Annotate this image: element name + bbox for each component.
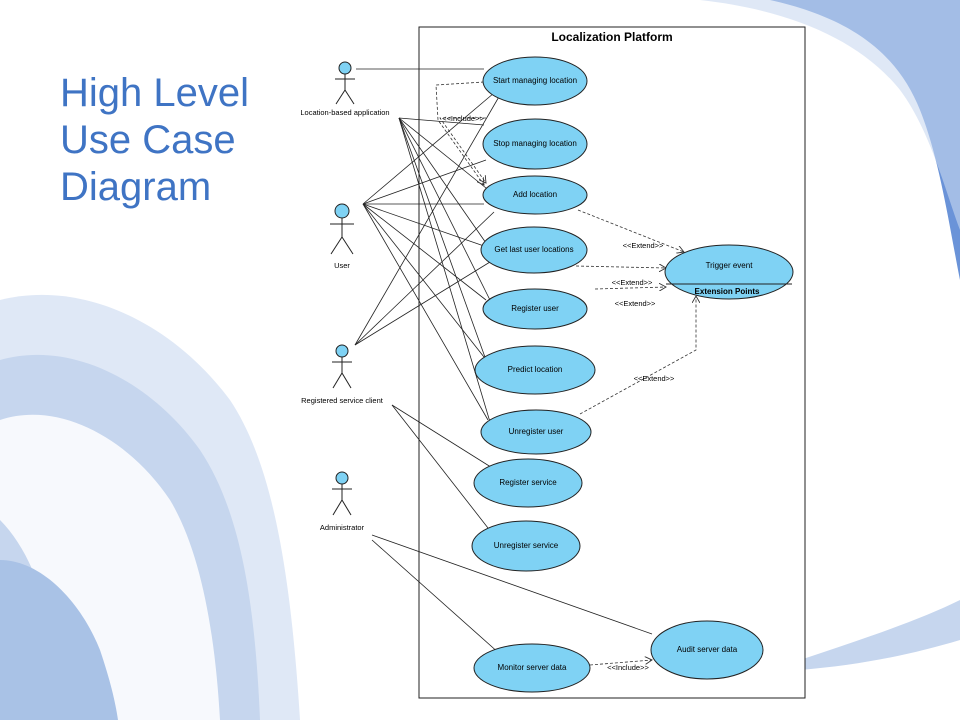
use-case-label: Predict location	[508, 365, 563, 374]
assoc-user-get	[362, 203, 485, 247]
actor-location-app[interactable]: Location-based application	[300, 61, 390, 117]
actor-label: Registered service client	[301, 396, 384, 405]
assoc-app-stop	[398, 117, 485, 126]
use-case-stop-managing[interactable]: Stop managing location	[482, 118, 588, 170]
swoosh-bottom-right	[800, 600, 960, 670]
assoc-app-add	[398, 117, 487, 189]
use-case-label: Monitor server data	[498, 663, 567, 672]
assoc-client-register-service	[391, 404, 495, 470]
assoc-client-add	[354, 211, 495, 346]
use-cases: Start managing location Stop managing lo…	[471, 56, 794, 693]
assoc-app-get	[398, 117, 487, 244]
assoc-user-unregister	[362, 203, 489, 421]
use-case-register-user[interactable]: Register user	[482, 288, 588, 330]
actors: Location-based application User Register…	[300, 61, 390, 532]
extend-label-2: <<Extend>>	[612, 278, 653, 287]
use-case-label: Register user	[511, 304, 559, 313]
use-case-unregister-user[interactable]: Unregister user	[480, 409, 592, 455]
title-line-1: High Level	[60, 71, 250, 115]
use-case-label: Add location	[513, 190, 557, 199]
dependencies: <<Include>> <<Extend>> <<Extend>> <<Exte…	[435, 81, 696, 672]
system-boundary	[418, 26, 806, 699]
assoc-client-unregister-service	[391, 404, 489, 529]
use-case-add-location[interactable]: Add location	[482, 175, 588, 215]
assoc-client-start	[354, 94, 501, 346]
extend-label-4: <<Extend>>	[634, 374, 675, 383]
use-case-unregister-service[interactable]: Unregister service	[471, 520, 581, 572]
assoc-app-register	[398, 117, 491, 301]
actor-label: User	[334, 261, 350, 270]
actor-user[interactable]: User	[330, 203, 354, 270]
assoc-user-stop	[362, 159, 487, 205]
assoc-user-predict	[362, 203, 485, 358]
title-line-2: Use Case	[60, 118, 236, 162]
include-stop-add	[439, 117, 486, 183]
assoc-user-start	[362, 92, 495, 205]
use-case-label: Audit server data	[677, 645, 738, 654]
actor-label: Location-based application	[300, 108, 389, 117]
use-case-label: Trigger event	[706, 261, 754, 270]
slide-title: High Level Use Case Diagram	[60, 70, 290, 211]
use-case-label: Start managing location	[493, 76, 577, 85]
actor-registered-service-client[interactable]: Registered service client	[301, 344, 384, 405]
assoc-user-register	[362, 203, 487, 301]
assoc-app-predict	[398, 117, 487, 361]
use-case-label: Get last user locations	[494, 245, 573, 254]
title-line-3: Diagram	[60, 165, 212, 209]
use-case-register-service[interactable]: Register service	[473, 458, 583, 508]
use-case-label: Unregister user	[509, 427, 564, 436]
swoosh-left-deep	[0, 560, 118, 720]
extension-points-label: Extension Points	[695, 287, 760, 296]
system-name: Localization Platform	[551, 30, 672, 44]
extend-get-trigger	[575, 266, 666, 268]
use-case-trigger-event[interactable]: Trigger event Extension Points	[664, 244, 794, 300]
use-case-label: Stop managing location	[493, 139, 577, 148]
use-case-label: Unregister service	[494, 541, 559, 550]
use-case-start-managing[interactable]: Start managing location	[482, 56, 588, 106]
include-label-top: <<Include>>	[442, 114, 484, 123]
actor-administrator[interactable]: Administrator	[320, 471, 365, 532]
use-case-monitor-server[interactable]: Monitor server data	[473, 643, 591, 693]
extend-label-3: <<Extend>>	[615, 299, 656, 308]
use-case-label: Register service	[499, 478, 557, 487]
use-case-predict-location[interactable]: Predict location	[474, 345, 596, 395]
include-monitor-audit	[589, 660, 652, 666]
assoc-admin-monitor	[371, 539, 501, 655]
extend-add-trigger	[577, 209, 684, 252]
assoc-client-get	[354, 261, 491, 346]
assoc-admin-audit	[371, 534, 653, 635]
use-case-get-last-locations[interactable]: Get last user locations	[480, 226, 588, 274]
extend-register-trigger	[594, 287, 666, 289]
include-start-add	[435, 81, 484, 185]
extend-label-1: <<Extend>>	[623, 241, 664, 250]
extend-unregister-trigger	[579, 296, 696, 415]
swoosh-top-right-light	[700, 0, 960, 230]
use-case-audit-server[interactable]: Audit server data	[650, 620, 764, 680]
include-label-bottom: <<Include>>	[607, 663, 649, 672]
actor-label: Administrator	[320, 523, 365, 532]
